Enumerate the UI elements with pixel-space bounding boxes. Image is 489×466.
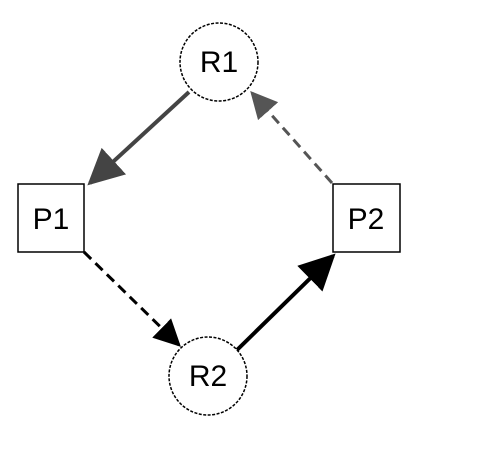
edge-r2-to-p2 — [235, 253, 336, 352]
edge-p2-to-r1 — [250, 90, 334, 184]
node-p1-label: P1 — [33, 203, 70, 236]
node-p2-label: P2 — [348, 203, 385, 236]
node-r1-label: R1 — [200, 46, 238, 79]
node-r2-label: R2 — [189, 360, 227, 393]
node-r2: R2 — [168, 336, 248, 416]
node-p2: P2 — [332, 183, 401, 253]
edge-p1-to-r2 — [82, 250, 181, 347]
node-r1: R1 — [179, 22, 259, 102]
edge-r1-to-p1 — [87, 90, 191, 186]
node-p1: P1 — [17, 183, 85, 253]
